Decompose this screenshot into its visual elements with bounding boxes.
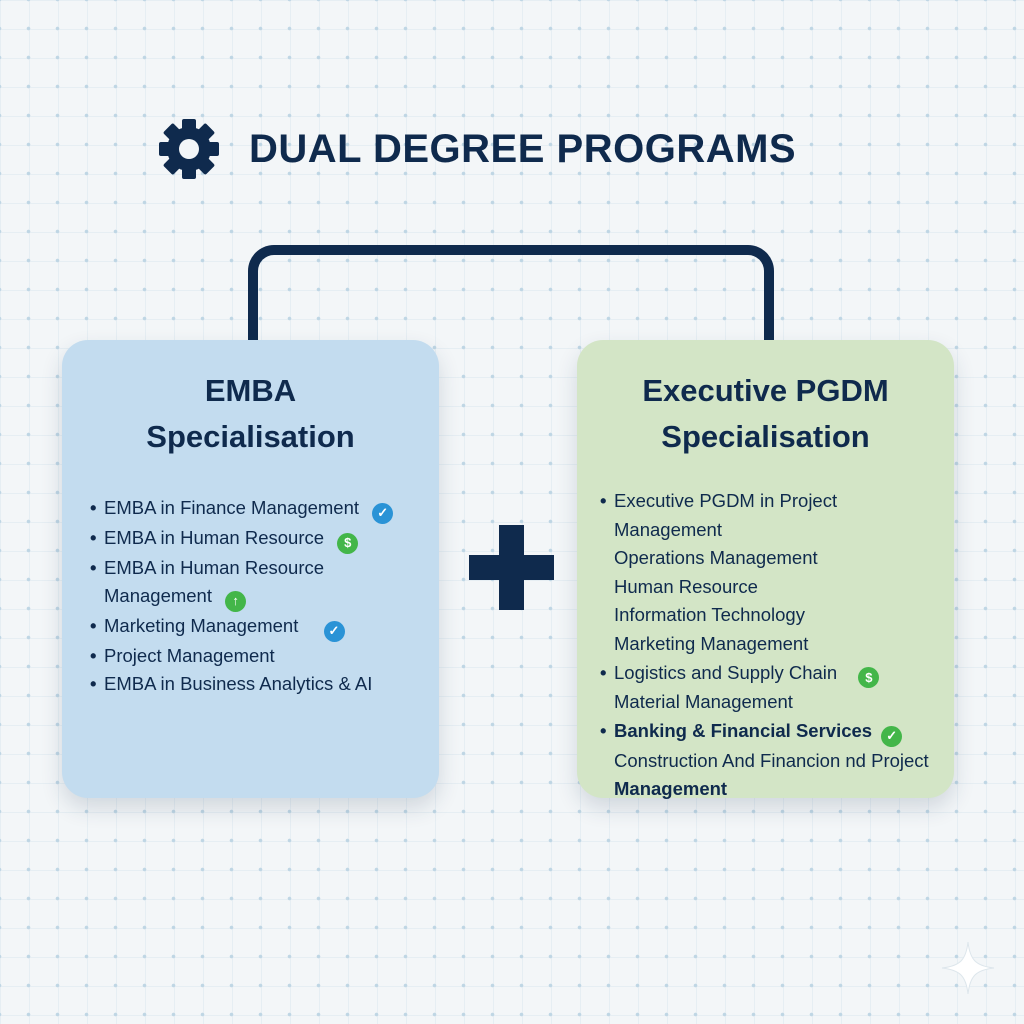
dollar-icon: $ <box>337 532 359 554</box>
list-item: • Project Management <box>90 642 419 671</box>
emba-title-line2: Specialisation <box>146 419 355 454</box>
list-item: • EMBA in Human Resource Management ↑ <box>90 554 419 612</box>
gear-icon <box>159 119 219 179</box>
list-item-text: Operations Management <box>614 547 818 569</box>
list-item-text: Banking & Financial Services <box>614 719 873 741</box>
page-header: DUAL DEGREE PROGRAMS <box>155 115 796 183</box>
emba-card: EMBA Specialisation • EMBA in Finance Ma… <box>62 340 439 798</box>
list-item: Material Management <box>614 688 948 717</box>
bullet: • <box>600 661 607 683</box>
list-item: • EMBA in Finance Management ✓ <box>90 494 419 524</box>
list-item: • Banking & Financial Services ✓ <box>600 717 948 747</box>
dollar-icon: $ <box>858 667 880 689</box>
pgdm-card: Executive PGDM Specialisation • Executiv… <box>577 340 954 799</box>
emba-title-line1: EMBA <box>204 373 297 408</box>
list-item: Operations Management <box>614 544 948 573</box>
pgdm-title-line2: Specialisation <box>661 419 870 454</box>
list-item-text: Executive PGDM in Project Management <box>614 490 838 540</box>
bullet: • <box>600 490 607 511</box>
bullet: • <box>90 526 97 548</box>
check-icon: ✓ <box>881 725 903 747</box>
list-item-text: EMBA in Finance Management <box>104 497 360 518</box>
list-item-text-continued: Management <box>104 585 212 607</box>
list-item: Information Technology <box>614 601 948 630</box>
emba-card-title: EMBA Specialisation <box>62 368 439 460</box>
list-item: Human Resource <box>614 573 948 602</box>
list-item: • Marketing Management ✓ <box>90 612 419 642</box>
connector-bracket <box>248 245 774 355</box>
list-item: • EMBA in Business Analytics & AI <box>90 670 419 699</box>
list-item-text: Marketing Management <box>104 614 299 636</box>
list-item-text: EMBA in Human Resource <box>104 526 325 548</box>
bullet: • <box>90 673 97 695</box>
arrow-up-icon: ↑ <box>225 590 247 612</box>
list-item: • EMBA in Human Resource $ <box>90 524 419 554</box>
list-item: Construction And Financion nd Project <box>614 747 948 776</box>
bullet: • <box>90 644 97 666</box>
list-item: • Executive PGDM in Project Management <box>600 487 948 544</box>
pgdm-card-title: Executive PGDM Specialisation <box>577 368 954 460</box>
list-item-text: Human Resource <box>614 575 758 597</box>
list-item-text: EMBA in Human Resource <box>104 556 325 578</box>
check-icon: ✓ <box>372 502 394 524</box>
list-item-text: EMBA in Business Analytics & AI <box>104 673 373 695</box>
sparkle-icon <box>941 941 995 995</box>
pgdm-title-line1: Executive PGDM <box>642 373 889 408</box>
bullet: • <box>600 719 607 741</box>
list-item-text: Project Management <box>104 644 275 666</box>
pgdm-list: • Executive PGDM in Project Management O… <box>600 487 948 804</box>
check-icon: ✓ <box>323 620 345 642</box>
list-item: • Logistics and Supply Chain $ <box>600 659 948 689</box>
bullet: • <box>90 614 97 636</box>
list-item: Management <box>614 775 948 804</box>
list-item: Marketing Management <box>614 630 948 659</box>
list-item-text: Construction And Financion nd Project <box>614 749 929 771</box>
list-item-text: Material Management <box>614 691 793 713</box>
list-item-text: Marketing Management <box>614 632 809 654</box>
bullet: • <box>90 556 97 578</box>
plus-icon <box>469 525 554 610</box>
list-item-text: Logistics and Supply Chain <box>614 661 838 683</box>
emba-list: • EMBA in Finance Management ✓ • EMBA in… <box>90 494 419 699</box>
bullet: • <box>90 497 97 518</box>
page-title: DUAL DEGREE PROGRAMS <box>249 126 797 171</box>
list-item-text: Information Technology <box>614 604 805 626</box>
list-item-text: Management <box>614 778 728 800</box>
